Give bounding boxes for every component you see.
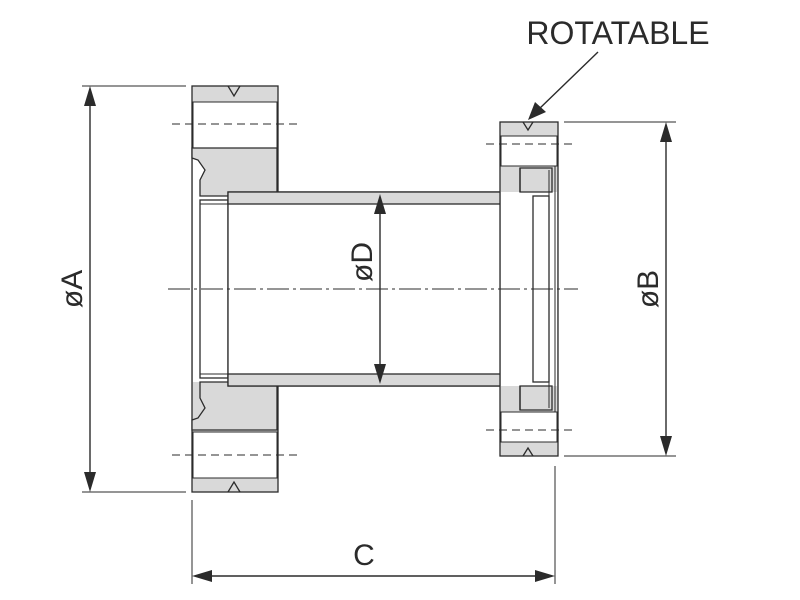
arrow-down-icon	[84, 472, 96, 492]
dimension-a-label: øA	[56, 270, 89, 308]
fixed-flange	[191, 85, 279, 493]
rotatable-label: ROTATABLE	[526, 15, 709, 51]
arrow-down-icon	[374, 364, 386, 384]
rotatable-callout: ROTATABLE	[526, 15, 710, 120]
fixed-flange-bolt-band-top	[192, 101, 278, 149]
bottom-notch	[227, 480, 241, 493]
dimension-c-label: C	[353, 539, 375, 572]
arrow-up-icon	[84, 86, 96, 106]
dimension-a: øA	[56, 85, 186, 493]
retaining-ring-bottom	[519, 385, 553, 411]
arrow-right-icon	[535, 570, 555, 582]
dimension-b-label: øB	[632, 270, 665, 308]
dimension-b: øB	[564, 121, 676, 457]
rotatable-bolt-band-bottom	[500, 411, 558, 443]
rotatable-bolt-band-top	[500, 135, 558, 167]
arrow-up-icon	[374, 194, 386, 214]
leader-line	[537, 51, 599, 111]
arrow-up-icon	[660, 122, 672, 142]
top-notch	[227, 85, 241, 98]
fixed-flange-section-bottom	[191, 381, 278, 431]
dimension-c: C	[191, 466, 556, 584]
leader-arrow-icon	[528, 102, 546, 120]
dimension-d: øD	[346, 194, 386, 384]
arrow-left-icon	[192, 570, 212, 582]
retaining-ring-top	[519, 167, 553, 193]
fixed-flange-section-top	[191, 147, 278, 197]
dimension-d-label: øD	[346, 242, 379, 282]
arrow-down-icon	[660, 436, 672, 456]
